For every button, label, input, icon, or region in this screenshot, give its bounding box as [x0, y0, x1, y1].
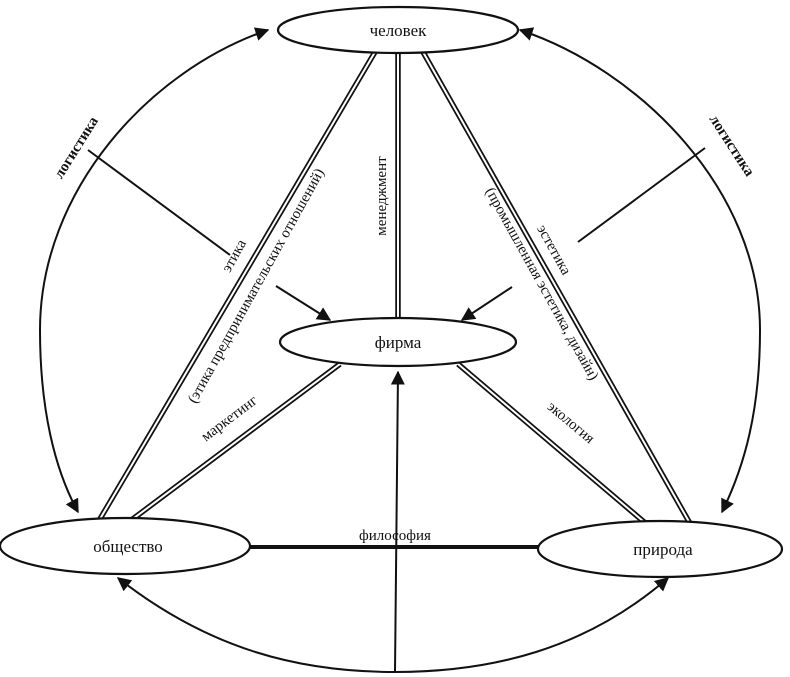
label-philosophy: философия — [359, 528, 431, 544]
node-nature: природа — [536, 519, 784, 579]
arc-human-society — [38, 27, 270, 514]
line-bottom-to-firm — [390, 370, 405, 673]
arc-human-nature — [518, 27, 762, 514]
line-left-logistics — [87, 149, 231, 256]
label-management: менеджмент — [374, 156, 390, 236]
arc-society-nature — [116, 577, 670, 674]
label-ecology: экология — [544, 399, 598, 448]
arrow-left-to-firm — [275, 285, 332, 321]
label-logistics-left: логистика — [51, 114, 102, 182]
edge-human-nature — [420, 50, 695, 529]
edge-human-society — [94, 50, 378, 526]
node-firm-label: фирма — [375, 333, 422, 352]
label-ethics-note: (этика предпринимательских отношений) — [185, 166, 328, 406]
edge-firm-nature — [456, 361, 652, 530]
node-firm: фирма — [278, 316, 518, 368]
node-human-label: человек — [370, 21, 428, 40]
edge-firm-society — [116, 361, 342, 533]
line-right-logistics — [577, 147, 706, 243]
node-society: общество — [0, 516, 252, 576]
node-society-label: общество — [93, 537, 163, 556]
node-nature-label: природа — [633, 540, 693, 559]
node-human: человек — [276, 5, 520, 55]
label-logistics-right: логистика — [706, 112, 758, 180]
arrow-right-to-firm — [460, 286, 513, 321]
label-marketing: маркетинг — [198, 393, 260, 445]
